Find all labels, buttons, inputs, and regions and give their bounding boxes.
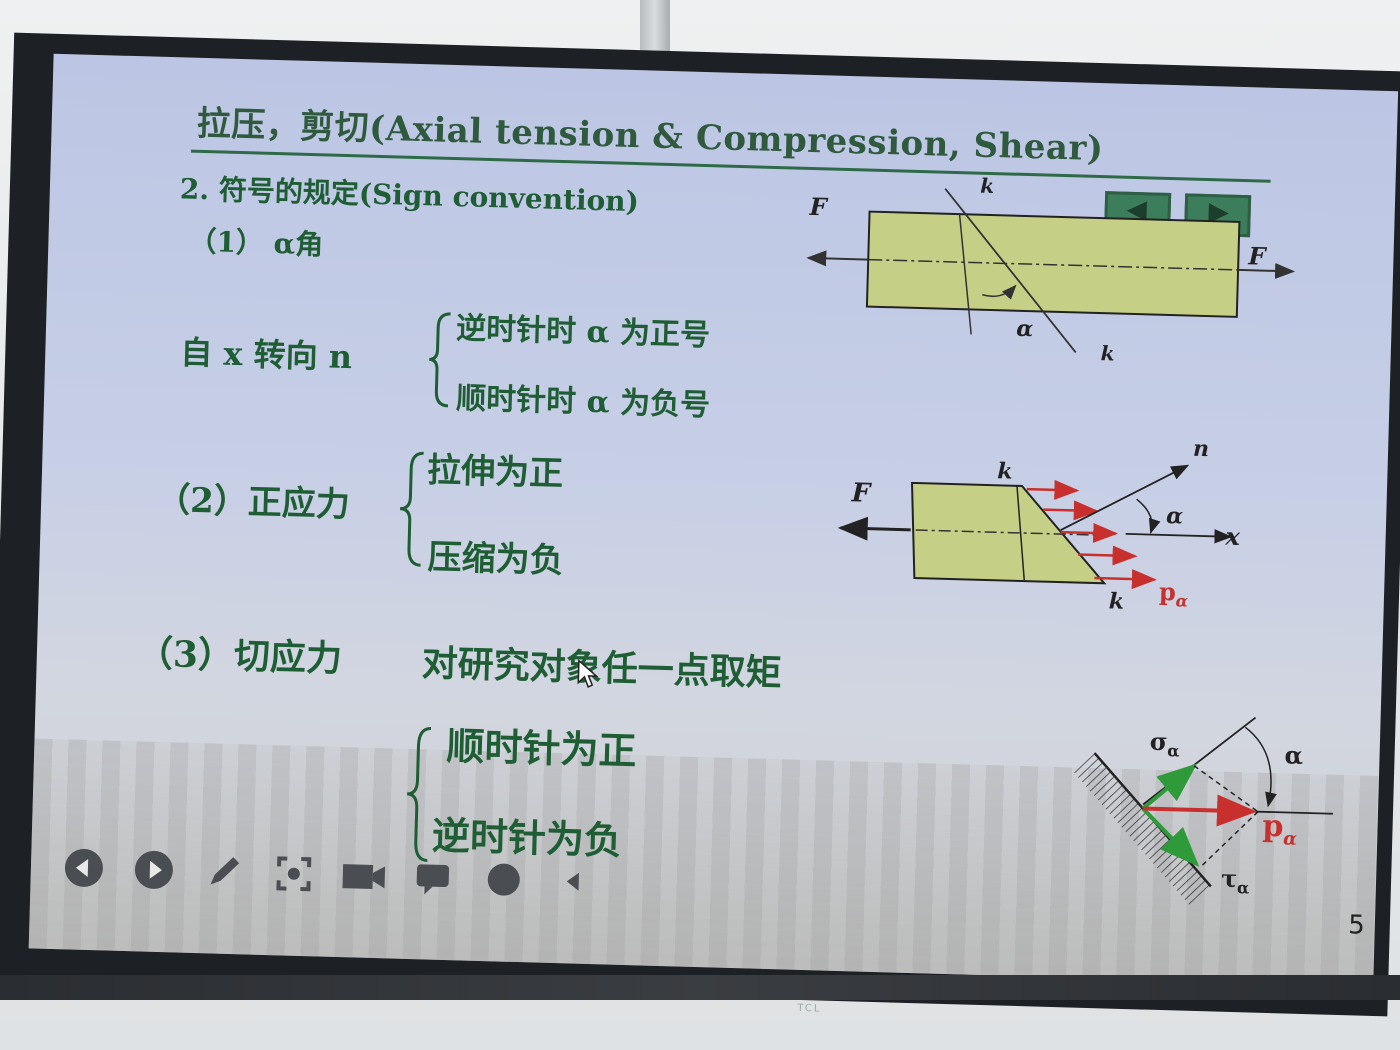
- camera-icon: [340, 854, 387, 901]
- fig1-F-right: F: [1247, 241, 1268, 271]
- tv-brand-logo: TCL: [797, 1002, 822, 1015]
- section-heading: 2. 符号的规定(Sign convention): [179, 172, 640, 219]
- tv-frame: 拉压，剪切(Axial tension & Compression, Shear…: [0, 32, 1400, 1017]
- prev-slide-button[interactable]: [1104, 191, 1172, 236]
- toolbar-next-button[interactable]: [130, 848, 177, 895]
- shear-statement: 对研究对象任一点取矩: [421, 642, 783, 695]
- tv-bottom-bezel: [0, 975, 1400, 1000]
- pen-icon: [202, 850, 245, 897]
- fig2-alpha: α: [1166, 503, 1184, 529]
- svg-text:pα: pα: [1262, 809, 1298, 850]
- brace-2: [399, 451, 424, 567]
- fig1-k-bottom: k: [1100, 341, 1115, 365]
- alpha-cw-rule: 顺时针时 α 为负号: [455, 381, 711, 424]
- toolbar-screenshot-button[interactable]: [270, 852, 317, 899]
- fig3-alpha: α: [1284, 740, 1303, 770]
- figure-stress-on-section: F k k n α x pα: [837, 436, 1241, 615]
- brace-1: [429, 312, 451, 408]
- screenshot-icon: [272, 852, 315, 899]
- figure-shear-stress: σα α pα τα: [1073, 716, 1333, 906]
- fig3-sigma: σ: [1149, 727, 1168, 756]
- fig2-F: F: [850, 478, 872, 509]
- fig1-F-left: F: [808, 192, 829, 222]
- fig2-x: x: [1224, 522, 1241, 551]
- brace-3: [406, 727, 432, 863]
- item2-label: （2）正应力: [155, 479, 351, 526]
- next-icon: [132, 848, 175, 895]
- fig2-k-bottom: k: [1108, 588, 1124, 614]
- toolbar-record-button[interactable]: [480, 858, 527, 905]
- page-number: 5: [1347, 910, 1366, 941]
- fig3-tau: τ: [1221, 864, 1238, 893]
- next-slide-button[interactable]: [1184, 193, 1252, 238]
- figure-inclined-section: F F k k α: [806, 174, 1296, 365]
- comment-icon: [412, 856, 455, 903]
- svg-text:pα: pα: [1159, 577, 1189, 611]
- mouse-cursor-icon: [576, 659, 599, 694]
- fig1-alpha: α: [1016, 316, 1034, 342]
- presentation-toolbar: [50, 834, 622, 920]
- slide-screen: 拉压，剪切(Axial tension & Compression, Shear…: [28, 53, 1399, 986]
- alpha-ccw-rule: 逆时针时 α 为正号: [455, 311, 711, 354]
- fig2-p-sub: α: [1175, 591, 1188, 610]
- fig2-k-top: k: [997, 458, 1013, 484]
- fig1-k-top: k: [980, 174, 995, 198]
- triangle-left-icon: [1122, 199, 1153, 228]
- toolbar-comment-button[interactable]: [410, 856, 457, 903]
- prev-icon: [62, 846, 105, 893]
- triangle-right-icon: [1202, 201, 1233, 230]
- toolbar-prev-button[interactable]: [60, 846, 107, 893]
- alpha-rule-lead: 自 x 转向 n: [179, 333, 353, 377]
- fig3-p: p: [1262, 809, 1284, 845]
- toolbar-more-button[interactable]: [550, 860, 597, 907]
- shear-cw-rule: 顺时针为正: [445, 723, 638, 774]
- fig2-n: n: [1193, 436, 1210, 462]
- fig3-sigma-sub: α: [1167, 741, 1180, 760]
- fig3-p-sub: α: [1283, 828, 1298, 849]
- fig2-p: p: [1159, 577, 1177, 606]
- toolbar-pen-button[interactable]: [200, 850, 247, 897]
- tension-rule: 拉伸为正: [426, 450, 564, 495]
- item3-label: （3）切应力: [136, 632, 343, 681]
- fig3-tau-sub: α: [1237, 878, 1250, 897]
- item1-label: （1） α角: [188, 224, 324, 262]
- slide-title: 拉压，剪切(Axial tension & Compression, Shear…: [196, 103, 1105, 170]
- record-icon: [482, 858, 525, 905]
- compression-rule: 压缩为负: [427, 537, 565, 582]
- svg-text:τα: τα: [1221, 864, 1250, 898]
- svg-text:σα: σα: [1149, 727, 1180, 761]
- more-icon: [552, 860, 595, 907]
- toolbar-camera-button[interactable]: [340, 854, 387, 901]
